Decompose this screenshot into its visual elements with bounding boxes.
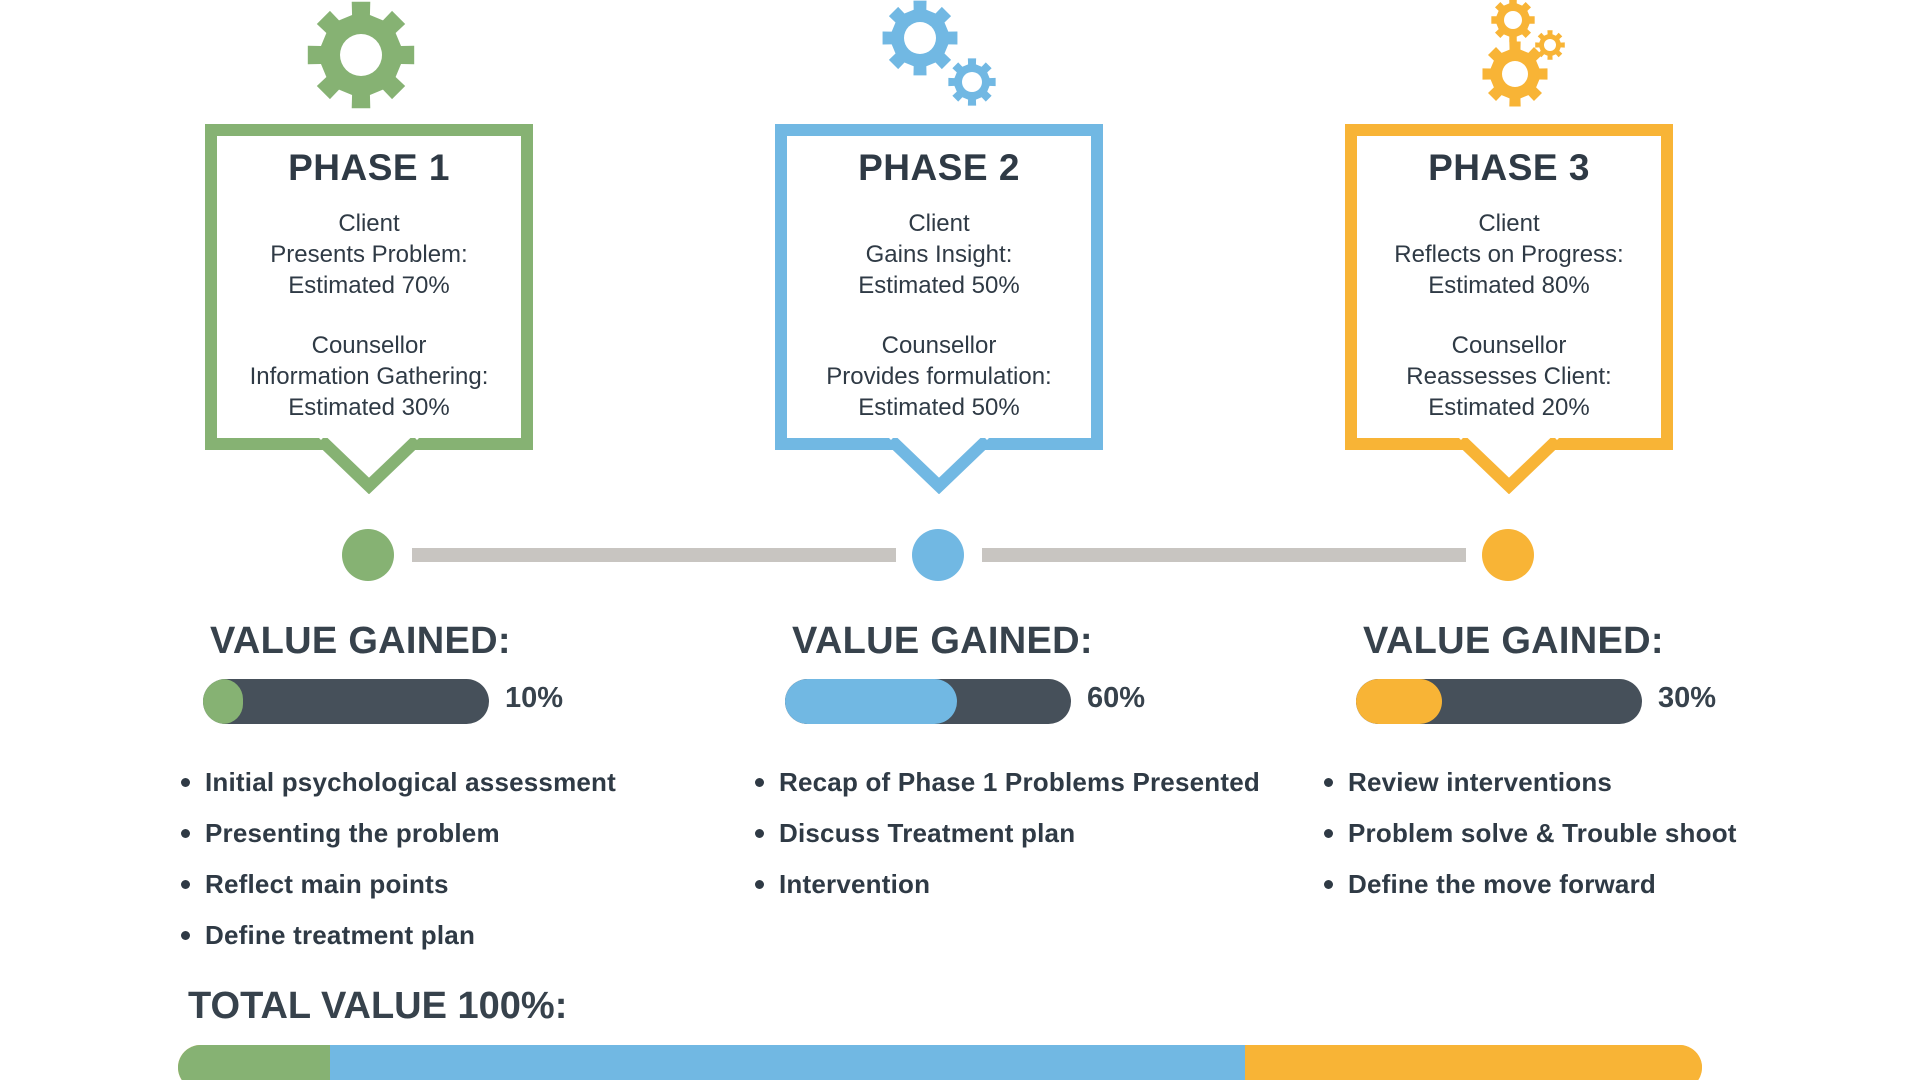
client-estimate: Estimated 70%: [288, 272, 450, 299]
two-gears-icon: [882, 0, 996, 106]
gear-hole: [1504, 11, 1522, 29]
value-gained-percent: 60%: [1087, 682, 1146, 714]
value-gained-percent: 10%: [505, 682, 564, 714]
value-gained-fill: [1356, 679, 1442, 724]
list-item: Review interventions: [1322, 762, 1737, 813]
phase-3-activities: Review interventions Problem solve & Tro…: [1322, 762, 1737, 915]
timeline-connector-2: [982, 548, 1466, 562]
gear-hole: [962, 72, 982, 92]
list-item: Presenting the problem: [179, 813, 616, 864]
client-action: Gains Insight:: [865, 241, 1013, 268]
value-gained-bar: [1356, 679, 1642, 724]
client-block: Client Presents Problem: Estimated 70%: [217, 208, 521, 301]
three-gears-icon: [1482, 0, 1565, 107]
single-gear-icon: [307, 1, 415, 109]
counsellor-label: Counsellor: [1451, 332, 1567, 359]
client-block: Client Reflects on Progress: Estimated 8…: [1357, 208, 1661, 301]
list-item: Problem solve & Trouble shoot: [1322, 813, 1737, 864]
client-block: Client Gains Insight: Estimated 50%: [787, 208, 1091, 301]
counsellor-estimate: Estimated 50%: [858, 394, 1020, 421]
value-gained-bar: [785, 679, 1071, 724]
counsellor-block: Counsellor Reassesses Client: Estimated …: [1357, 330, 1661, 423]
gear-hole: [1502, 61, 1528, 87]
total-segment-phase-1: [178, 1045, 331, 1080]
gear-hole: [1544, 39, 1556, 51]
list-item: Initial psychological assessment: [179, 762, 616, 813]
list-item: Define treatment plan: [179, 915, 616, 966]
list-item: Intervention: [753, 864, 1260, 915]
timeline-dot-phase-1: [342, 529, 394, 581]
phase-title: PHASE 1: [288, 147, 450, 188]
list-item: Recap of Phase 1 Problems Presented: [753, 762, 1260, 813]
phase-3-card: PHASE 3 Client Reflects on Progress: Est…: [1345, 124, 1673, 450]
list-item: Define the move forward: [1322, 864, 1737, 915]
phase-1-activities: Initial psychological assessment Present…: [179, 762, 616, 966]
counsellor-label: Counsellor: [881, 332, 997, 359]
counsellor-block: Counsellor Information Gathering: Estima…: [217, 330, 521, 423]
phase-title: PHASE 3: [1428, 147, 1590, 188]
phase-2-card: PHASE 2 Client Gains Insight: Estimated …: [775, 124, 1103, 450]
counsellor-estimate: Estimated 20%: [1428, 394, 1590, 421]
gear-hole: [904, 22, 936, 54]
value-gained-fill: [785, 679, 957, 724]
value-gained-title: VALUE GAINED:: [210, 620, 511, 662]
phase-3-pointer: [1459, 438, 1559, 494]
client-label: Client: [908, 210, 970, 237]
total-segment-phase-3: [1244, 1045, 1702, 1080]
counsellor-estimate: Estimated 30%: [288, 394, 450, 421]
timeline-dot-phase-2: [912, 529, 964, 581]
client-label: Client: [338, 210, 400, 237]
value-gained-title: VALUE GAINED:: [792, 620, 1093, 662]
list-item: Reflect main points: [179, 864, 616, 915]
client-estimate: Estimated 80%: [1428, 272, 1590, 299]
gear-hole: [340, 34, 382, 76]
timeline-connector-1: [412, 548, 896, 562]
total-value-title: TOTAL VALUE 100%:: [188, 985, 568, 1027]
counsellor-action: Information Gathering:: [249, 363, 489, 390]
total-segment-phase-2: [330, 1045, 1245, 1080]
phase-2-pointer: [889, 438, 989, 494]
total-value-bar: [178, 1045, 1702, 1080]
phase-2-activities: Recap of Phase 1 Problems Presented Disc…: [753, 762, 1260, 915]
value-gained-title: VALUE GAINED:: [1363, 620, 1664, 662]
counsellor-action: Provides formulation:: [826, 363, 1052, 390]
timeline-dot-phase-3: [1482, 529, 1534, 581]
value-gained-bar: [203, 679, 489, 724]
value-gained-fill: [203, 679, 244, 724]
phase-title: PHASE 2: [858, 147, 1020, 188]
phase-1-card: PHASE 1 Client Presents Problem: Estimat…: [205, 124, 533, 450]
counsellor-label: Counsellor: [311, 332, 427, 359]
phase-1-pointer: [319, 438, 419, 494]
counsellor-block: Counsellor Provides formulation: Estimat…: [787, 330, 1091, 423]
counsellor-action: Reassesses Client:: [1406, 363, 1612, 390]
client-estimate: Estimated 50%: [858, 272, 1020, 299]
value-gained-percent: 30%: [1658, 682, 1717, 714]
client-action: Reflects on Progress:: [1394, 241, 1624, 268]
list-item: Discuss Treatment plan: [753, 813, 1260, 864]
client-label: Client: [1478, 210, 1540, 237]
client-action: Presents Problem:: [270, 241, 468, 268]
